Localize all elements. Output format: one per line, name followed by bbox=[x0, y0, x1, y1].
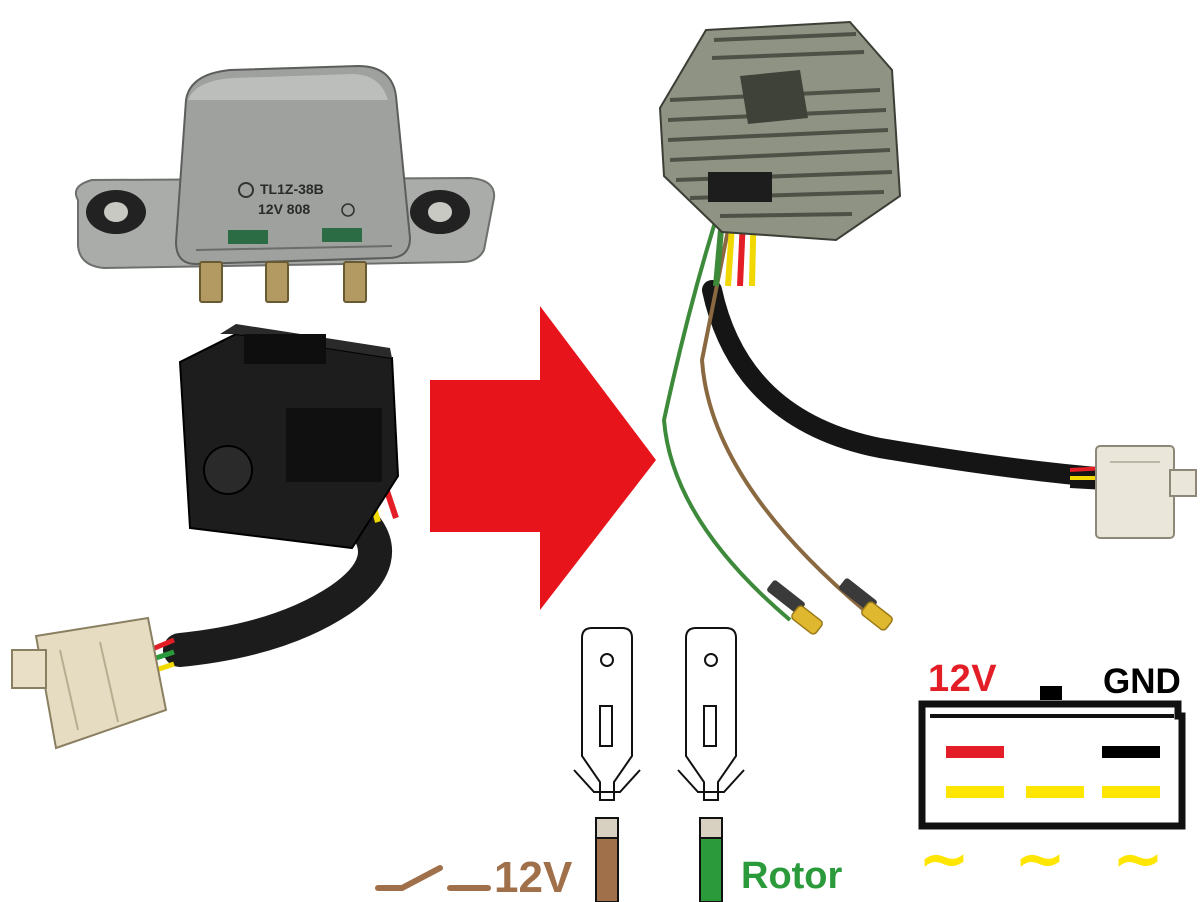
old-regulator: TL1Z-38B 12V 808 bbox=[74, 64, 496, 303]
terminal-label-12v: 12V bbox=[494, 853, 573, 902]
replacement-arrow bbox=[430, 306, 656, 610]
regulator-marking-line1: TL1Z-38B bbox=[260, 181, 324, 197]
connector-pinout bbox=[918, 686, 1186, 830]
mount-grommet-left bbox=[86, 190, 146, 234]
new-plug bbox=[1069, 445, 1197, 539]
mount-grommet-right bbox=[410, 190, 470, 234]
ring-terminal-green bbox=[767, 580, 823, 635]
ac-wave-icons: ~ ~ ~ bbox=[918, 822, 1164, 895]
old-plug bbox=[11, 616, 168, 750]
ac-wave-icon-1: ~ bbox=[918, 822, 970, 895]
spade-terminal-green bbox=[677, 627, 745, 902]
ring-terminal-brown bbox=[839, 578, 893, 631]
regulator-marking-line2: 12V 808 bbox=[258, 201, 310, 217]
switch-symbol-icon bbox=[375, 865, 491, 891]
regulator-terminals bbox=[199, 261, 367, 303]
old-connector-block bbox=[11, 324, 400, 750]
pin-label-12v: 12V bbox=[928, 658, 998, 700]
spade-terminal-brown bbox=[573, 627, 641, 902]
terminal-label-rotor: Rotor bbox=[741, 855, 843, 897]
pin-label-gnd: GND bbox=[1103, 662, 1181, 701]
ground-symbol-icon bbox=[341, 203, 355, 217]
ac-wave-icon-2: ~ bbox=[1014, 822, 1066, 895]
stamped-logo-icon bbox=[238, 182, 254, 198]
ac-wave-icon-3: ~ bbox=[1112, 822, 1164, 895]
new-regulator bbox=[658, 20, 1197, 635]
